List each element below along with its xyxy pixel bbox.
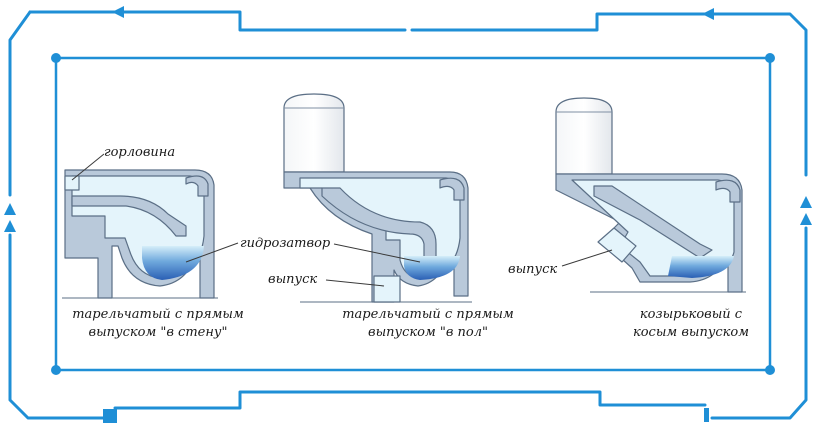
toilet1-water [142,246,204,280]
frame-outer-top-left [28,10,407,32]
leader-outlet-right [561,249,613,267]
toilet3-tank [555,97,613,175]
caption-floor-outlet-line1: тарельчатый с прямым [342,307,514,322]
caption-wall-outlet-line1: тарельчатый с прямым [72,307,244,322]
frame-outer-bottom-right [113,390,707,410]
frame-node-top-right [765,53,775,63]
frame-nodes [4,6,812,423]
caption-floor-outlet: тарельчатый с прямым выпуском "в пол" [330,306,526,342]
toilet-floor-outlet [283,93,472,303]
leader-water-seal-left [185,242,239,263]
label-outlet-right: выпуск [508,262,558,277]
frame-node-top-left [51,53,61,63]
frame-outer-right-bottom [710,226,808,420]
toilet3-water [668,256,734,278]
triangle-arrow-icon [702,8,714,20]
leader-outlet-center [325,279,385,287]
frame-node-bottom-left [51,365,61,375]
caption-wall-outlet-line2: выпуском "в стену" [88,325,228,340]
square-marker-icon [103,409,117,423]
leader-lines [71,153,613,287]
triangle-arrow-icon [800,196,812,208]
toilet-angled-outlet [555,97,746,293]
triangle-arrow-icon [4,203,16,215]
label-neck: горловина [104,145,176,160]
caption-angled-outlet: козырьковый с косым выпуском [606,306,776,342]
triangle-arrow-icon [112,6,124,18]
toilet1-rim [185,175,209,197]
leader-neck [71,153,105,181]
triangle-arrow-icon [800,213,812,225]
label-outlet-center: выпуск [268,272,318,287]
frame-outer-left [8,233,106,420]
toilet2-outlet-pipe [373,275,401,303]
caption-floor-outlet-line2: выпуском "в пол" [368,325,488,340]
toilet-wall-outlet [62,169,218,299]
caption-angled-outlet-line2: косым выпуском [632,325,750,340]
toilet2-water [404,256,460,280]
toilet3-rim [715,179,741,203]
label-water-seal: гидрозатвор [240,236,331,251]
frame-node-bottom-right [765,365,775,375]
toilet1-trap-wall [71,195,187,237]
leader-water-seal-right [333,243,421,263]
toilet2-tank [283,93,345,173]
bar-marker-icon [704,408,709,422]
caption-wall-outlet: тарельчатый с прямым выпуском "в стену" [60,306,256,342]
frame-outer-top-right [410,12,808,177]
toilet2-rim [439,177,465,201]
toilet3-outlet-pipe [597,227,637,263]
frame-outer-left-top [8,10,32,197]
toilet3-trap-wall [593,185,713,259]
toilet1-neck [64,175,80,191]
triangle-arrow-icon [4,220,16,232]
caption-angled-outlet-line1: козырьковый с [639,307,743,322]
